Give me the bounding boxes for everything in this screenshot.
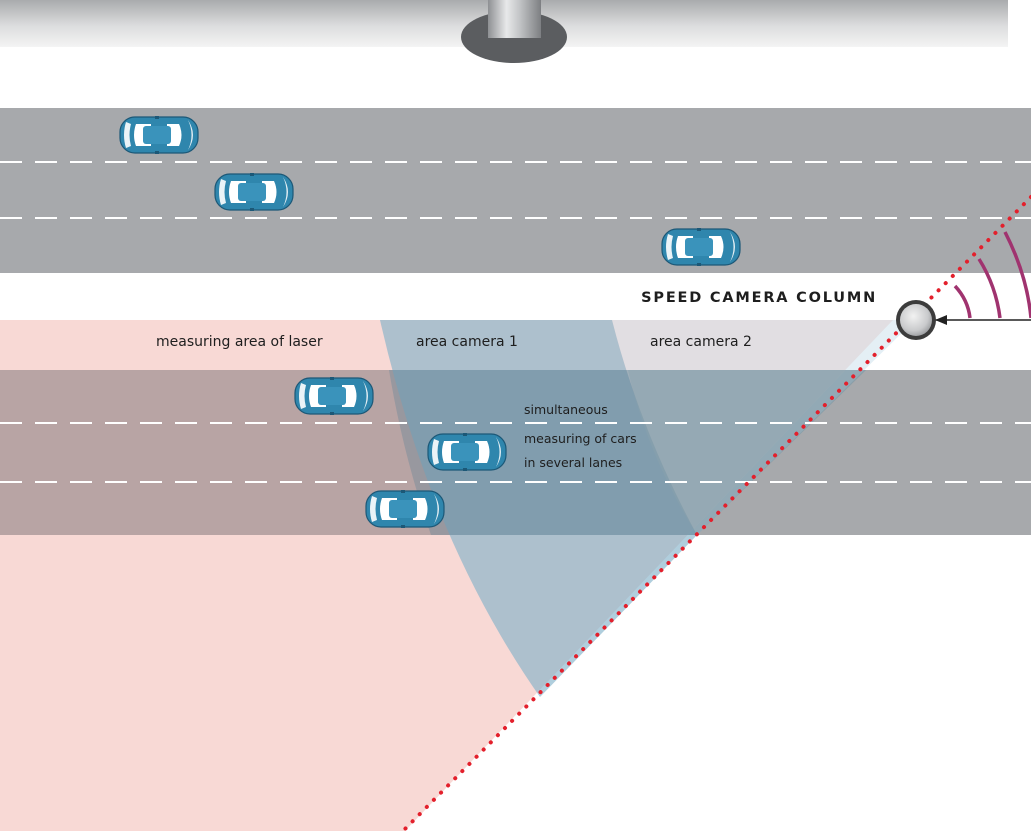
note-line-3: in several lanes: [524, 455, 622, 470]
car-icon: [119, 115, 199, 155]
speed-camera-column-icon: [461, 0, 567, 63]
camera-sensor-icon: [896, 300, 936, 340]
car-icon: [214, 172, 294, 212]
column-title: SPEED CAMERA COLUMN: [641, 290, 877, 306]
note-line-1: simultaneous: [524, 402, 608, 417]
camera-2-area-label: area camera 2: [650, 334, 752, 350]
car-icon: [661, 227, 741, 267]
car-icon: [427, 432, 507, 472]
laser-beam-line: [401, 195, 1031, 831]
car-icon: [365, 489, 445, 529]
note-line-2: measuring of cars: [524, 431, 637, 446]
camera-1-area: [380, 320, 697, 697]
camera-1-area-label: area camera 1: [416, 334, 518, 350]
car-icon: [294, 376, 374, 416]
laser-area-label: measuring area of laser: [156, 334, 323, 350]
camera-2-area: [612, 320, 915, 535]
signal-arcs: [953, 231, 1031, 319]
